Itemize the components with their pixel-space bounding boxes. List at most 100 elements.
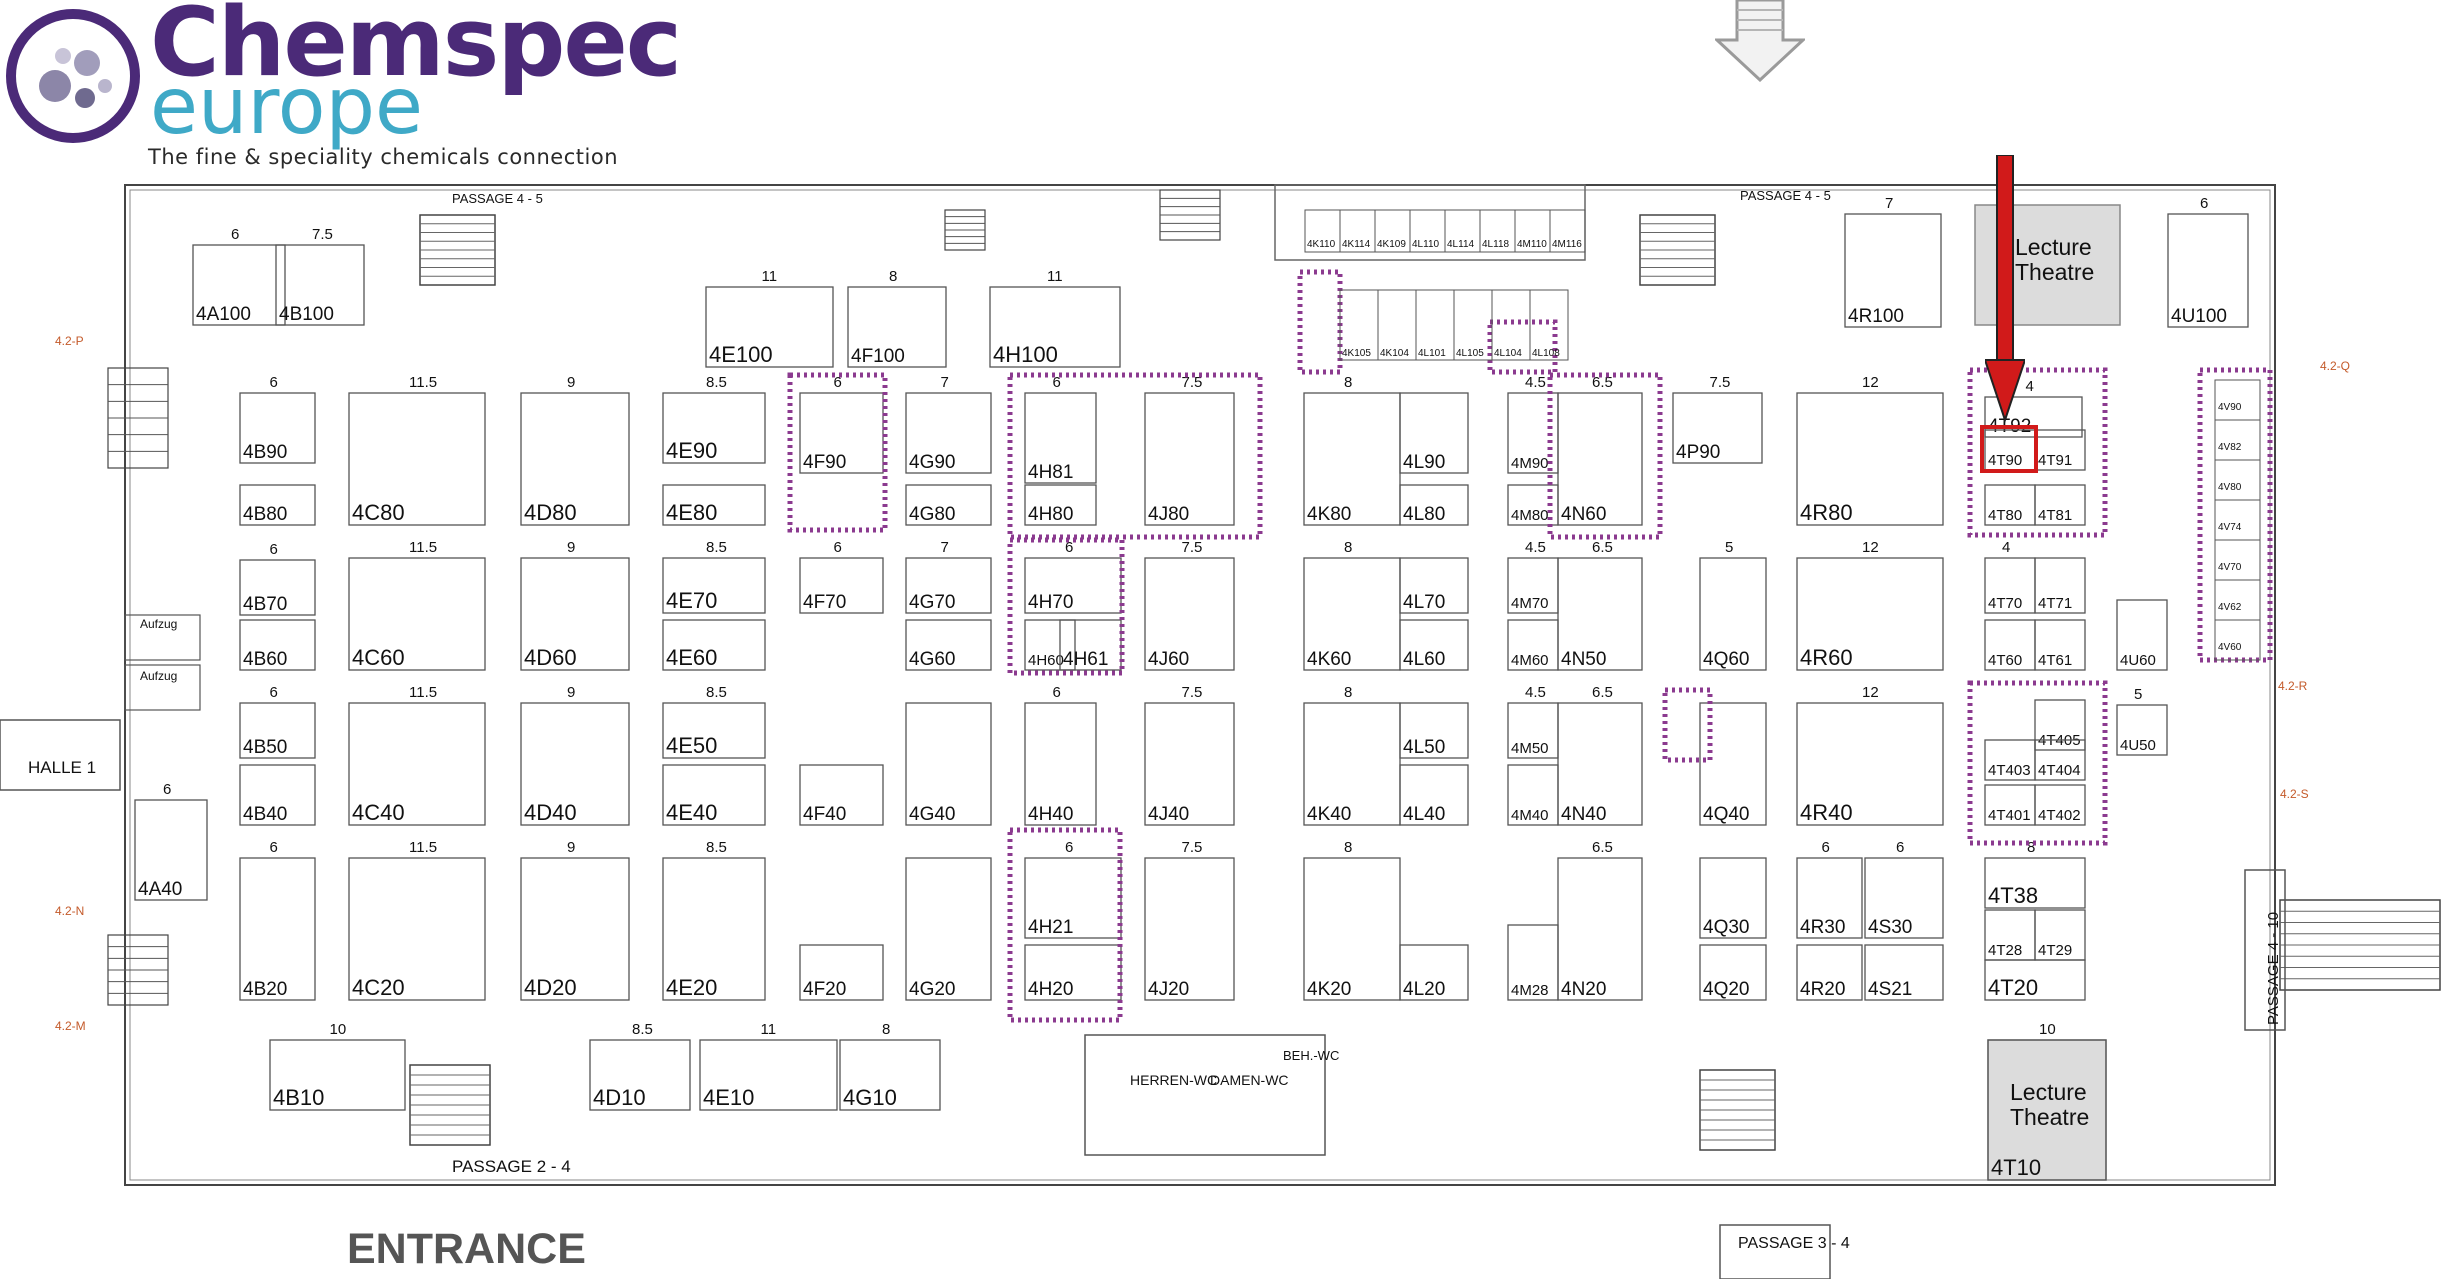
stand-box (589, 1039, 691, 1111)
stand-width-label: 8 (882, 1021, 890, 1038)
stand-label: 4D40 (524, 800, 577, 825)
stand-box (799, 944, 884, 1001)
stand-box (520, 702, 630, 826)
dotted-highlight-region (1967, 367, 2108, 538)
stand-box (2034, 699, 2086, 751)
stand-label: 4T61 (2038, 652, 2072, 669)
stand-width-label: 7.5 (1182, 839, 1203, 856)
small-stand-box (1549, 209, 1586, 253)
stand-width-label: 7.5 (1182, 374, 1203, 391)
stand-label: 4N40 (1561, 804, 1606, 825)
dotted-highlight-region (1007, 537, 1125, 676)
map-label-aufzug1: Aufzug (140, 617, 177, 631)
stand-box (1399, 484, 1469, 526)
stand-width-label: 11 (761, 1021, 777, 1038)
stand-label: 4Q40 (1703, 804, 1749, 825)
stand-width-label: 6.5 (1592, 839, 1613, 856)
stand-label: 4H81 (1028, 462, 1073, 483)
stand-width-label: 8 (2027, 839, 2035, 856)
stand-width-label: 6 (1822, 839, 1830, 856)
stand-width-label: 7 (941, 374, 949, 391)
stand-box (1699, 944, 1767, 1001)
logo-mark-icon (6, 9, 140, 143)
stand-label: 4H20 (1028, 979, 1073, 1000)
stand-box (1144, 857, 1235, 1001)
stand-box (348, 702, 486, 826)
stand-width-label: 4.5 (1525, 374, 1546, 391)
lecture-theatre-label: Theatre (2015, 259, 2094, 285)
stand-width-label: 8 (889, 268, 897, 285)
lift-2 (124, 664, 201, 711)
lecture-theatre-label: Lecture (2015, 234, 2092, 260)
stand-label: 4R100 (1848, 306, 1904, 327)
stand-width-label: 6 (2200, 195, 2208, 212)
small-stand-label: 4L105 (1456, 348, 1484, 359)
stand-label: 4B20 (243, 979, 287, 1000)
map-label-side-42n: 4.2-N (55, 904, 84, 918)
stand-box (1399, 619, 1469, 671)
stand-label: 4T404 (2038, 762, 2081, 779)
stand-label: 4C60 (352, 645, 405, 670)
logo-title: Chemspec (150, 0, 682, 98)
stand-box (2116, 599, 2168, 671)
wc-block (1084, 1034, 1326, 1156)
passage-4-10-box (2244, 869, 2286, 1031)
small-stand-label: 4M116 (1552, 239, 1582, 250)
stand-label: 4K80 (1307, 504, 1351, 525)
stand-box (662, 557, 766, 614)
stand-box (2116, 704, 2168, 756)
stand-width-label: 11.5 (409, 839, 437, 856)
stand-box (2034, 484, 2086, 526)
stand-box (1303, 702, 1401, 826)
stand-box (1144, 702, 1235, 826)
stand-width-label: 11 (1047, 268, 1063, 285)
stand-box (1672, 392, 1763, 464)
stand-label: 4B40 (243, 804, 287, 825)
stand-label: 4M28 (1511, 982, 1549, 999)
stand-box (275, 244, 365, 326)
stand-width-label: 6 (270, 839, 278, 856)
stand-label: 4J60 (1148, 649, 1189, 670)
lecture-theatre-label: Theatre (2010, 1104, 2089, 1130)
stand-width-label: 8.5 (632, 1021, 653, 1038)
small-stand-label: 4L118 (1482, 239, 1510, 250)
stand-label: 4T80 (1988, 507, 2022, 524)
stand-width-label: 7.5 (1710, 374, 1731, 391)
stand-label: 4A40 (138, 879, 182, 900)
stand-width-label: 6.5 (1592, 539, 1613, 556)
stand-width-label: 9 (567, 839, 575, 856)
stand-label: 4N20 (1561, 979, 1606, 1000)
stand-label: 4T403 (1988, 762, 2031, 779)
location-marker-arrow-icon (1985, 155, 2025, 424)
small-stand-box (2214, 579, 2261, 621)
stand-box (239, 702, 316, 759)
stand-box (839, 1039, 941, 1111)
stand-box (348, 857, 486, 1001)
stand-label: 4H60 (1028, 652, 1064, 669)
stand-width-label: 4 (2026, 378, 2034, 395)
small-stand-box (2214, 619, 2261, 661)
stand-box (905, 619, 992, 671)
stand-width-label: 12 (1862, 684, 1879, 701)
stand-label: 4G10 (843, 1085, 897, 1110)
stand-width-label: 12 (1862, 539, 1879, 556)
stand-box (662, 619, 766, 671)
stand-label: 4T90 (1988, 452, 2022, 469)
stand-width-label: 11.5 (409, 539, 437, 556)
stand-box (239, 559, 316, 616)
map-label-passage-45a: PASSAGE 4 - 5 (452, 191, 543, 206)
stand-label: 4R80 (1800, 500, 1853, 525)
stand-box (905, 392, 992, 474)
stand-label: 4G90 (909, 452, 955, 473)
stand-box (1024, 557, 1122, 614)
dotted-highlight-region (1547, 372, 1663, 540)
stand-label: 4L70 (1403, 592, 1445, 613)
stand-width-label: 12 (1862, 374, 1879, 391)
stand-width-label: 6.5 (1592, 684, 1613, 701)
stand-width-label: 11.5 (409, 374, 437, 391)
stand-width-label: 7.5 (1182, 684, 1203, 701)
stand-label: 4T10 (1991, 1155, 2041, 1180)
stand-box (1144, 557, 1235, 671)
stand-label: 4F70 (803, 592, 846, 613)
small-stand-label: 4V82 (2218, 442, 2242, 453)
